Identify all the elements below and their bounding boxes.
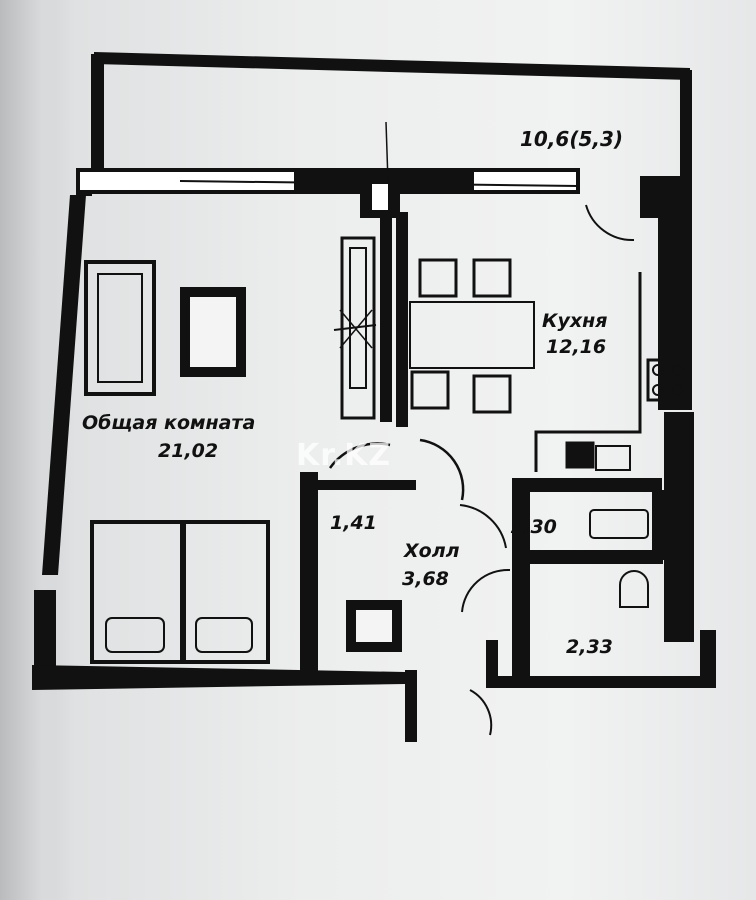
kitchen-right-wall	[658, 210, 692, 410]
bottom-wall-right	[486, 676, 716, 688]
outer-walls	[32, 52, 716, 742]
interior-walls	[300, 212, 666, 683]
kitchen-door-arc	[585, 204, 635, 242]
right-wall-bottom	[700, 630, 716, 680]
kitchen-counter	[534, 272, 690, 472]
bathroom-area-label: 1,30	[510, 516, 557, 538]
hall-name-label: Холл	[404, 540, 460, 562]
right-shaft-wall	[664, 412, 694, 642]
bath-left-wall	[512, 478, 530, 683]
living-left-wall	[42, 195, 86, 575]
tv-unit	[333, 236, 377, 420]
living-kitchen-wall	[380, 212, 392, 422]
bath-right-wall	[652, 490, 666, 560]
living-kitchen-wall-2	[396, 212, 408, 427]
bath-fixtures	[459, 504, 649, 736]
living-room-area-label: 21,02	[158, 440, 219, 462]
hall-area-label: 3,68	[402, 568, 449, 590]
axis-line	[385, 121, 389, 183]
window-bar	[76, 168, 580, 218]
kitchen-name-label: Кухня	[542, 310, 608, 332]
closet-top-wall	[316, 480, 416, 490]
bath-divider-wall	[528, 550, 663, 564]
beds	[90, 520, 270, 664]
dining-set	[409, 258, 535, 414]
living-room-name-label: Общая комната	[82, 412, 256, 434]
kitchen-area-label: 12,16	[546, 336, 607, 358]
coffee-table	[180, 287, 246, 377]
balcony-left-wall	[91, 54, 104, 174]
hall-left-wall	[300, 472, 318, 672]
hall-entry-jamb-left	[405, 670, 417, 742]
sofa	[84, 260, 156, 396]
hall-entry-jamb-right	[486, 640, 498, 688]
closet-area-label: 1,41	[330, 512, 377, 534]
bottom-wall-living	[32, 665, 405, 690]
watermark: Kr.KZ	[296, 438, 392, 473]
bath-top-wall	[512, 478, 662, 492]
balcony-right-wall	[680, 70, 692, 182]
living-door-arc	[328, 438, 465, 501]
hall-fixture	[346, 600, 402, 652]
balcony-top-wall	[94, 52, 690, 80]
toilet-area-label: 2,33	[566, 636, 613, 658]
living-left-wall-bottom	[34, 590, 56, 670]
balcony-area-label: 10,6(5,3)	[520, 127, 624, 151]
